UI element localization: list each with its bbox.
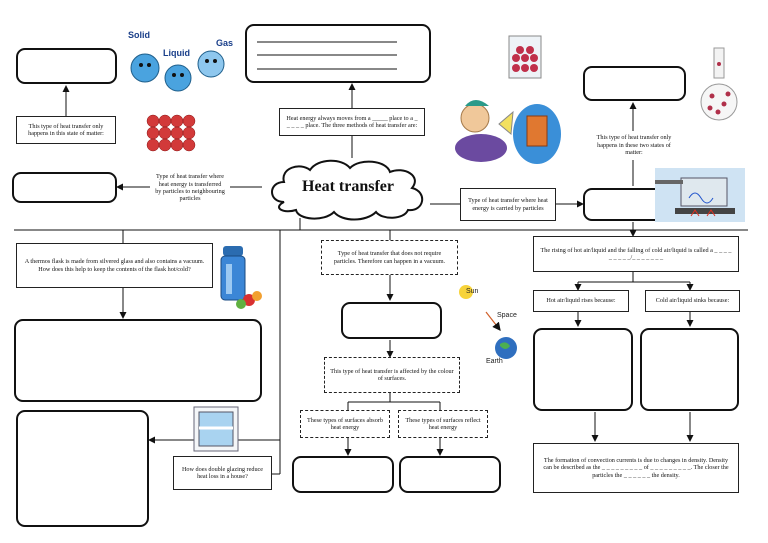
answer-box-hot-rises[interactable] [533, 328, 633, 411]
answer-box-absorb[interactable] [292, 456, 394, 493]
title-cloud [271, 159, 423, 221]
answer-box-conduction[interactable] [12, 172, 117, 203]
label-solid: Solid [128, 30, 150, 40]
prompt-hot-rises: Hot air/liquid rises because: [533, 290, 629, 312]
answer-box-two-states[interactable] [583, 66, 686, 101]
label-earth: Earth [486, 358, 503, 365]
prompt-reflect-surfaces: These types of surfaces reflect heat ene… [398, 410, 488, 438]
answer-box-reflect[interactable] [399, 456, 501, 493]
states-of-matter-clipart [130, 50, 225, 92]
fan-heater-clipart [455, 100, 561, 164]
prompt-two-states: This type of heat transfer only happens … [586, 131, 682, 160]
prompt-cold-sinks: Cold air/liquid sinks because: [645, 290, 740, 312]
answer-box-radiation[interactable] [341, 302, 442, 339]
solid-particles-icon [146, 114, 196, 152]
prompt-convection-definition: Type of heat transfer where heat energy … [460, 188, 556, 221]
prompt-heat-moves: Heat energy always moves from a _____ pl… [279, 108, 425, 136]
double-glazed-window-icon [193, 406, 239, 452]
answer-box-cold-sinks[interactable] [640, 328, 739, 411]
answer-box-double-glazing[interactable] [16, 410, 149, 527]
answer-box-state-of-matter[interactable] [16, 48, 117, 84]
sun-earth-clipart [459, 285, 517, 359]
writing-lines [257, 41, 397, 70]
prompt-convection-current: The rising of hot air/liquid and the fal… [533, 236, 739, 272]
thermos-flask-icon [220, 246, 262, 309]
answer-box-three-methods[interactable] [245, 24, 431, 83]
prompt-state-of-matter: This type of heat transfer only happens … [16, 116, 116, 144]
label-liquid: Liquid [163, 48, 190, 58]
label-gas: Gas [216, 38, 234, 48]
answer-box-thermos[interactable] [14, 319, 262, 402]
prompt-radiation-definition: Type of heat transfer that does not requ… [321, 240, 458, 275]
gas-flask-icon [700, 47, 738, 121]
saucepan-stove-icon [655, 168, 745, 222]
prompt-surface-colour: This type of heat transfer is affected b… [324, 357, 460, 393]
prompt-double-glazing: How does double glazing reduce heat loss… [173, 456, 272, 490]
page-title: Heat transfer [302, 178, 394, 195]
prompt-density: The formation of convection currents is … [533, 443, 739, 493]
prompt-thermos-flask: A thermos flask is made from silvered gl… [16, 243, 213, 288]
prompt-absorb-surfaces: These types of surfaces absorb heat ener… [300, 410, 390, 438]
liquid-beaker-icon [508, 35, 542, 79]
label-space: Space [497, 312, 517, 319]
label-sun: Sun [466, 288, 479, 295]
prompt-conduction-definition: Type of heat transfer where heat energy … [150, 172, 230, 204]
